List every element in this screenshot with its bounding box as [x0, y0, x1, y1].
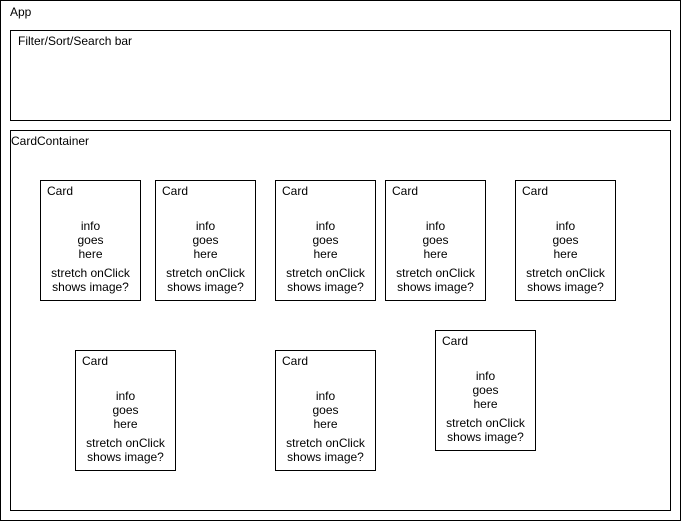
- card-info: info goes here: [276, 219, 375, 261]
- card-foot-line: shows image?: [87, 450, 164, 464]
- card-title: Card: [47, 184, 74, 198]
- card-info: info goes here: [436, 369, 535, 411]
- card-info-line: here: [553, 247, 578, 261]
- card-info-line: info: [115, 389, 136, 403]
- card-info-line: info: [195, 219, 216, 233]
- card-footnote: stretch onClick shows image?: [276, 436, 375, 464]
- card-info-line: info: [555, 219, 576, 233]
- card-info-line: here: [473, 397, 498, 411]
- card-footnote: stretch onClick shows image?: [386, 266, 485, 294]
- card-info: info goes here: [276, 389, 375, 431]
- card-foot-line: stretch onClick: [286, 266, 365, 280]
- card-info: info goes here: [386, 219, 485, 261]
- card-info-line: info: [475, 369, 496, 383]
- card-footnote: stretch onClick shows image?: [41, 266, 140, 294]
- card-info: info goes here: [156, 219, 255, 261]
- card-info-line: info: [425, 219, 446, 233]
- filter-sort-search-bar: Filter/Sort/Search bar: [10, 30, 671, 121]
- card-info-line: here: [193, 247, 218, 261]
- card-info-line: here: [313, 417, 338, 431]
- card-info-line: here: [313, 247, 338, 261]
- card-footnote: stretch onClick shows image?: [276, 266, 375, 294]
- card-info-line: info: [315, 389, 336, 403]
- card-info-line: goes: [112, 403, 139, 417]
- card-foot-line: shows image?: [287, 450, 364, 464]
- card-foot-line: stretch onClick: [396, 266, 475, 280]
- card: Card info goes here stretch onClick show…: [275, 180, 376, 301]
- card-info-line: info: [315, 219, 336, 233]
- card-foot-line: stretch onClick: [86, 436, 165, 450]
- card: Card info goes here stretch onClick show…: [515, 180, 616, 301]
- card: Card info goes here stretch onClick show…: [385, 180, 486, 301]
- card-foot-line: stretch onClick: [526, 266, 605, 280]
- card-info-line: here: [78, 247, 103, 261]
- card-foot-line: stretch onClick: [166, 266, 245, 280]
- card-foot-line: stretch onClick: [286, 436, 365, 450]
- card: Card info goes here stretch onClick show…: [75, 350, 176, 471]
- search-bar-label: Filter/Sort/Search bar: [18, 34, 133, 48]
- card-foot-line: shows image?: [167, 280, 244, 294]
- card-info-line: here: [113, 417, 138, 431]
- card-container-label: CardContainer: [11, 134, 90, 148]
- card: Card info goes here stretch onClick show…: [275, 350, 376, 471]
- app-label: App: [10, 5, 32, 19]
- card-foot-line: stretch onClick: [51, 266, 130, 280]
- card-footnote: stretch onClick shows image?: [76, 436, 175, 464]
- card-info-line: goes: [77, 233, 104, 247]
- card-title: Card: [282, 184, 309, 198]
- card-foot-line: shows image?: [52, 280, 129, 294]
- card-info-line: goes: [472, 383, 499, 397]
- card-info-line: goes: [192, 233, 219, 247]
- card-foot-line: stretch onClick: [446, 416, 525, 430]
- card-info: info goes here: [76, 389, 175, 431]
- card-info-line: here: [423, 247, 448, 261]
- card-title: Card: [282, 354, 309, 368]
- card-title: Card: [442, 334, 469, 348]
- card-foot-line: shows image?: [287, 280, 364, 294]
- card-title: Card: [392, 184, 419, 198]
- card-title: Card: [522, 184, 549, 198]
- card-foot-line: shows image?: [397, 280, 474, 294]
- card-info-line: goes: [552, 233, 579, 247]
- card-title: Card: [162, 184, 189, 198]
- card-info: info goes here: [516, 219, 615, 261]
- card-footnote: stretch onClick shows image?: [156, 266, 255, 294]
- card-info-line: goes: [422, 233, 449, 247]
- card-info-line: info: [80, 219, 101, 233]
- card: Card info goes here stretch onClick show…: [40, 180, 141, 301]
- card-footnote: stretch onClick shows image?: [436, 416, 535, 444]
- card-info-line: goes: [312, 403, 339, 417]
- card-foot-line: shows image?: [447, 430, 524, 444]
- card-info: info goes here: [41, 219, 140, 261]
- card-title: Card: [82, 354, 109, 368]
- card-footnote: stretch onClick shows image?: [516, 266, 615, 294]
- card-info-line: goes: [312, 233, 339, 247]
- card: Card info goes here stretch onClick show…: [435, 330, 536, 451]
- card-foot-line: shows image?: [527, 280, 604, 294]
- card: Card info goes here stretch onClick show…: [155, 180, 256, 301]
